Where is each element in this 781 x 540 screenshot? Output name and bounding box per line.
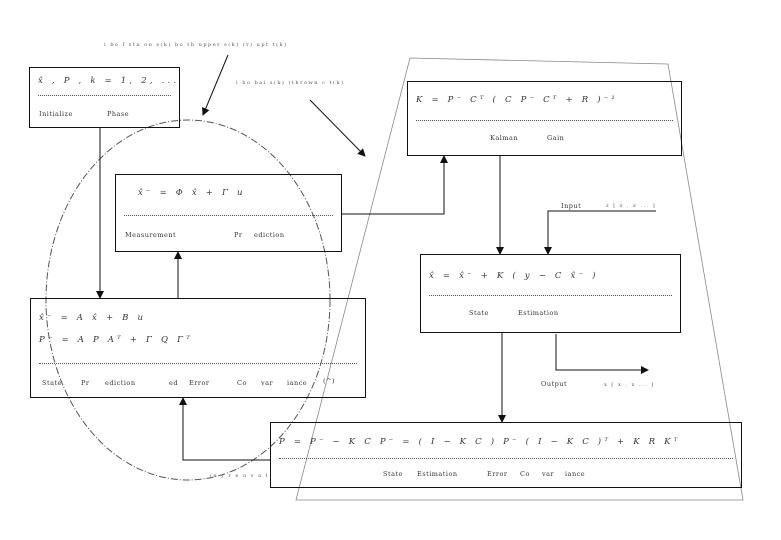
initialize-equation: x̂ , P , k = 1, 2, ...: [38, 76, 180, 86]
correction-phase-region: [295, 57, 744, 501]
var-caption: var: [542, 470, 555, 478]
divider: [38, 95, 171, 96]
state-caption: State: [383, 470, 403, 478]
label-input: Input: [561, 202, 582, 210]
note-input-symbol: z [ z , z ... ]: [606, 203, 657, 209]
arrow-cov-update-to-state-pred: [179, 397, 270, 461]
arrow-note-to-gain: [309, 99, 366, 157]
state-caption: State: [469, 309, 489, 317]
arrow-meas-pred-to-gain: [342, 155, 448, 215]
divider: [279, 458, 733, 459]
ediction-caption: ediction: [254, 231, 285, 239]
covariance-update-equation: P = P⁻ − K C P⁻ = ( I − K C ) P⁻ ( I − K…: [279, 437, 681, 447]
prediction-phase-ellipse: [45, 119, 331, 481]
state-estimation-equation: x̂ = x̂⁻ + K ( y − C x̂⁻ ): [429, 271, 599, 281]
error-caption: Error: [487, 470, 508, 478]
pr-caption: Pr: [81, 379, 90, 387]
phase-caption: Phase: [107, 110, 130, 118]
pr-caption: Pr: [234, 231, 243, 239]
state-prediction-box: x̂⁻ = A x̂ + B u P⁻ = A P Aᵀ + Γ Q Γᵀ St…: [30, 298, 366, 398]
initialize-caption: Initialize: [39, 110, 73, 118]
state-caption: State: [42, 379, 62, 387]
covariance-update-box: P = P⁻ − K C P⁻ = ( I − K C ) P⁻ ( I − K…: [270, 422, 742, 488]
measurement-prediction-box: x̂⁻ = Φ x̂ + Γ u Measurement Pr ediction: [115, 174, 342, 252]
kalman-caption: Kalman: [490, 134, 519, 142]
divider: [429, 295, 672, 296]
label-output: Output: [541, 380, 568, 388]
error-caption: Error: [189, 379, 210, 387]
kalman-gain-equation: K = P⁻ Cᵀ ( C P⁻ Cᵀ + R )⁻¹: [416, 95, 619, 105]
measurement-prediction-equation: x̂⁻ = Φ x̂ + Γ u: [138, 188, 246, 198]
hat-caption: (^): [323, 377, 336, 385]
measurement-caption: Measurement: [125, 231, 177, 239]
var-caption: var: [261, 379, 274, 387]
state-prediction-equation: x̂⁻ = A x̂ + B u: [39, 313, 147, 323]
gain-caption: Gain: [547, 134, 565, 142]
kalman-gain-box: K = P⁻ Cᵀ ( C P⁻ Cᵀ + R )⁻¹ Kalman Gain: [407, 81, 682, 156]
arrow-note-to-init: [202, 54, 229, 116]
covariance-prediction-equation: P⁻ = A P Aᵀ + Γ Q Γᵀ: [39, 335, 193, 345]
ed-caption: ed: [169, 379, 179, 387]
iance-caption: iance: [287, 379, 308, 387]
initialize-box: x̂ , P , k = 1, 2, ... Initialize Phase: [29, 67, 180, 128]
co-caption: Co: [237, 379, 247, 387]
arrow-state-est-to-output: [555, 334, 649, 374]
divider: [39, 363, 357, 364]
state-estimation-box: x̂ = x̂⁻ + K ( y − C x̂⁻ ) State Estimat…: [420, 254, 681, 333]
note-previous-step: (e y r e u v a l: [210, 473, 269, 479]
estimation-caption: Estimation: [417, 470, 458, 478]
estimation-caption: Estimation: [518, 309, 559, 317]
divider: [416, 120, 673, 121]
iance-caption: iance: [565, 470, 586, 478]
divider: [124, 215, 333, 216]
arrow-input-to-state-est: [544, 210, 656, 255]
co-caption: Co: [520, 470, 530, 478]
note-top-mid: i bo bai s(k) (thrown c t(k): [236, 80, 345, 86]
ediction-caption: ediction: [105, 379, 136, 387]
note-output-symbol: x [ x , x ... ]: [604, 382, 655, 388]
note-top-left: i bo f sta on s(k) bo th upper s(k) (r) …: [104, 42, 288, 48]
